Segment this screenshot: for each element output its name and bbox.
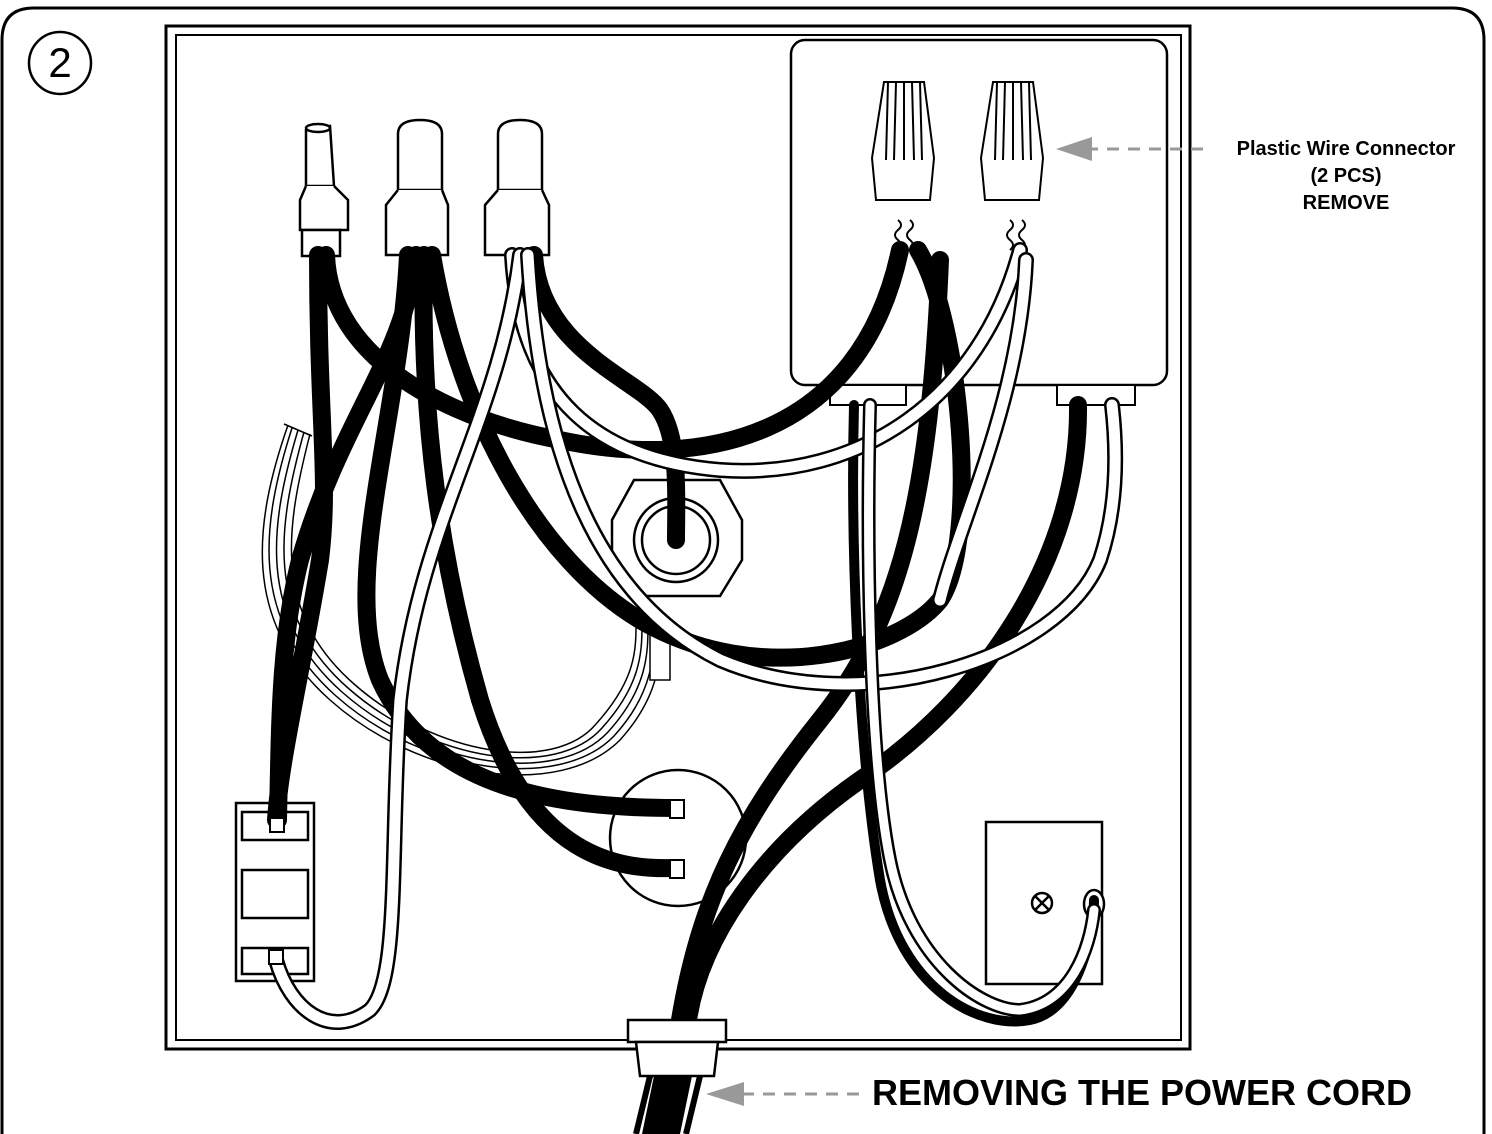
cord-callout-arrow [706,1082,868,1106]
connector-callout-line2: (2 PCS) [1310,165,1382,187]
block-terminal-bottom [268,949,284,965]
block-terminal-top [269,817,285,833]
plate-terminal-top [669,799,685,819]
wire-nut-right [979,81,1045,201]
connector-callout-line1: Plastic Wire Connector [1236,138,1456,160]
terminal-cap-2 [384,118,450,257]
panel-frame [0,6,1486,1134]
step-circle [27,30,93,96]
power-cord [633,1075,703,1134]
terminal-cap-3 [483,118,551,257]
power-cord-callout-label: REMOVING THE POWER CORD [872,1072,1413,1113]
step-number: 2 [48,39,72,86]
connector-callout-line3: REMOVE [1302,192,1390,214]
compartment-tab-right [1056,384,1136,406]
wire-nut-left [870,81,936,201]
connector-callout-label: Plastic Wire Connector (2 PCS) REMOVE [1212,136,1480,217]
connector-callout-arrow [1056,137,1212,161]
white-wires [268,242,1124,1030]
plate-terminal-bottom [669,859,685,879]
black-wires [267,241,1099,1134]
cord-strain-relief [626,1018,728,1078]
